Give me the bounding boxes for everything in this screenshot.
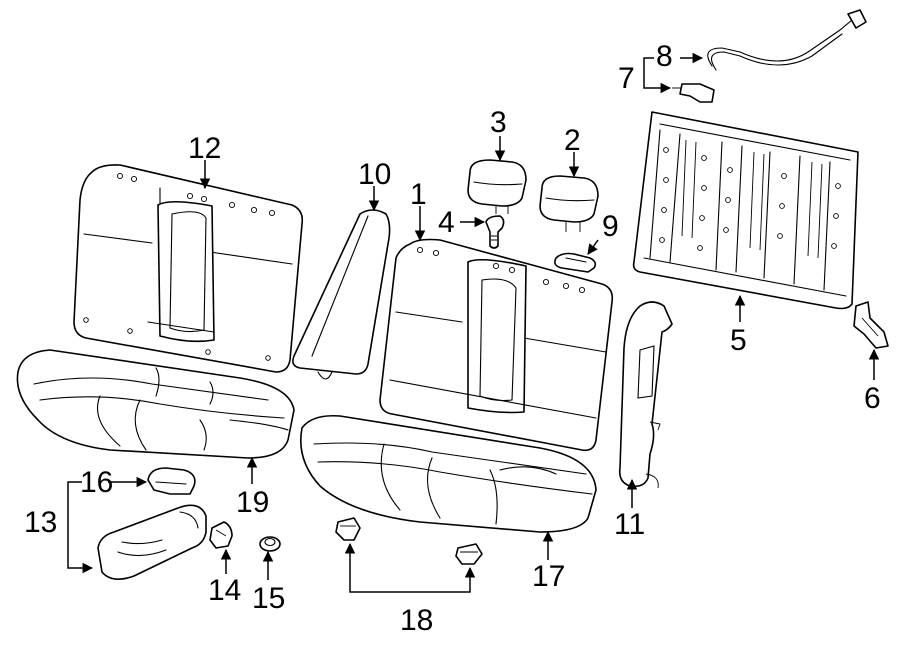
side-trim <box>618 301 673 489</box>
cushion-retainer-a <box>335 517 361 541</box>
side-bolster <box>292 209 391 380</box>
armrest-clip <box>209 521 233 549</box>
callout-19: 19 <box>236 486 269 519</box>
callout-13: 13 <box>24 506 57 539</box>
callout-14: 14 <box>208 574 241 607</box>
callout-4: 4 <box>438 206 455 239</box>
cushion-retainer-b <box>455 543 483 565</box>
wiring-harness <box>672 9 867 103</box>
callout-5: 5 <box>730 324 747 357</box>
headrest-2 <box>539 175 599 232</box>
right-seat-back <box>379 238 614 452</box>
leader-lines <box>67 52 880 593</box>
callout-8: 8 <box>656 40 673 73</box>
callout-9: 9 <box>602 210 619 243</box>
cup-holder <box>147 467 196 495</box>
right-seat-cushion <box>300 414 597 533</box>
seat-back-frame <box>632 111 859 310</box>
callout-16: 16 <box>80 466 113 499</box>
armrest <box>97 504 207 580</box>
callout-3: 3 <box>490 106 507 139</box>
callout-1: 1 <box>410 178 427 211</box>
callout-2: 2 <box>564 124 581 157</box>
latch-bezel <box>554 252 597 273</box>
callout-10: 10 <box>358 158 391 191</box>
callout-11: 11 <box>614 508 645 541</box>
left-seat-back <box>73 164 304 373</box>
left-seat-cushion <box>16 349 295 459</box>
headrest-3 <box>467 159 527 214</box>
armrest-bushing <box>259 536 281 552</box>
callout-7: 7 <box>618 62 635 95</box>
callout-6: 6 <box>864 382 881 415</box>
callout-12: 12 <box>188 132 221 165</box>
callouts: 1 2 3 4 5 6 7 8 9 10 11 12 13 14 15 16 1… <box>24 40 881 637</box>
callout-15: 15 <box>252 582 285 615</box>
seat-back-latch <box>853 301 889 349</box>
headrest-guide <box>485 215 505 249</box>
callout-18: 18 <box>400 604 433 637</box>
callout-17: 17 <box>532 560 565 593</box>
